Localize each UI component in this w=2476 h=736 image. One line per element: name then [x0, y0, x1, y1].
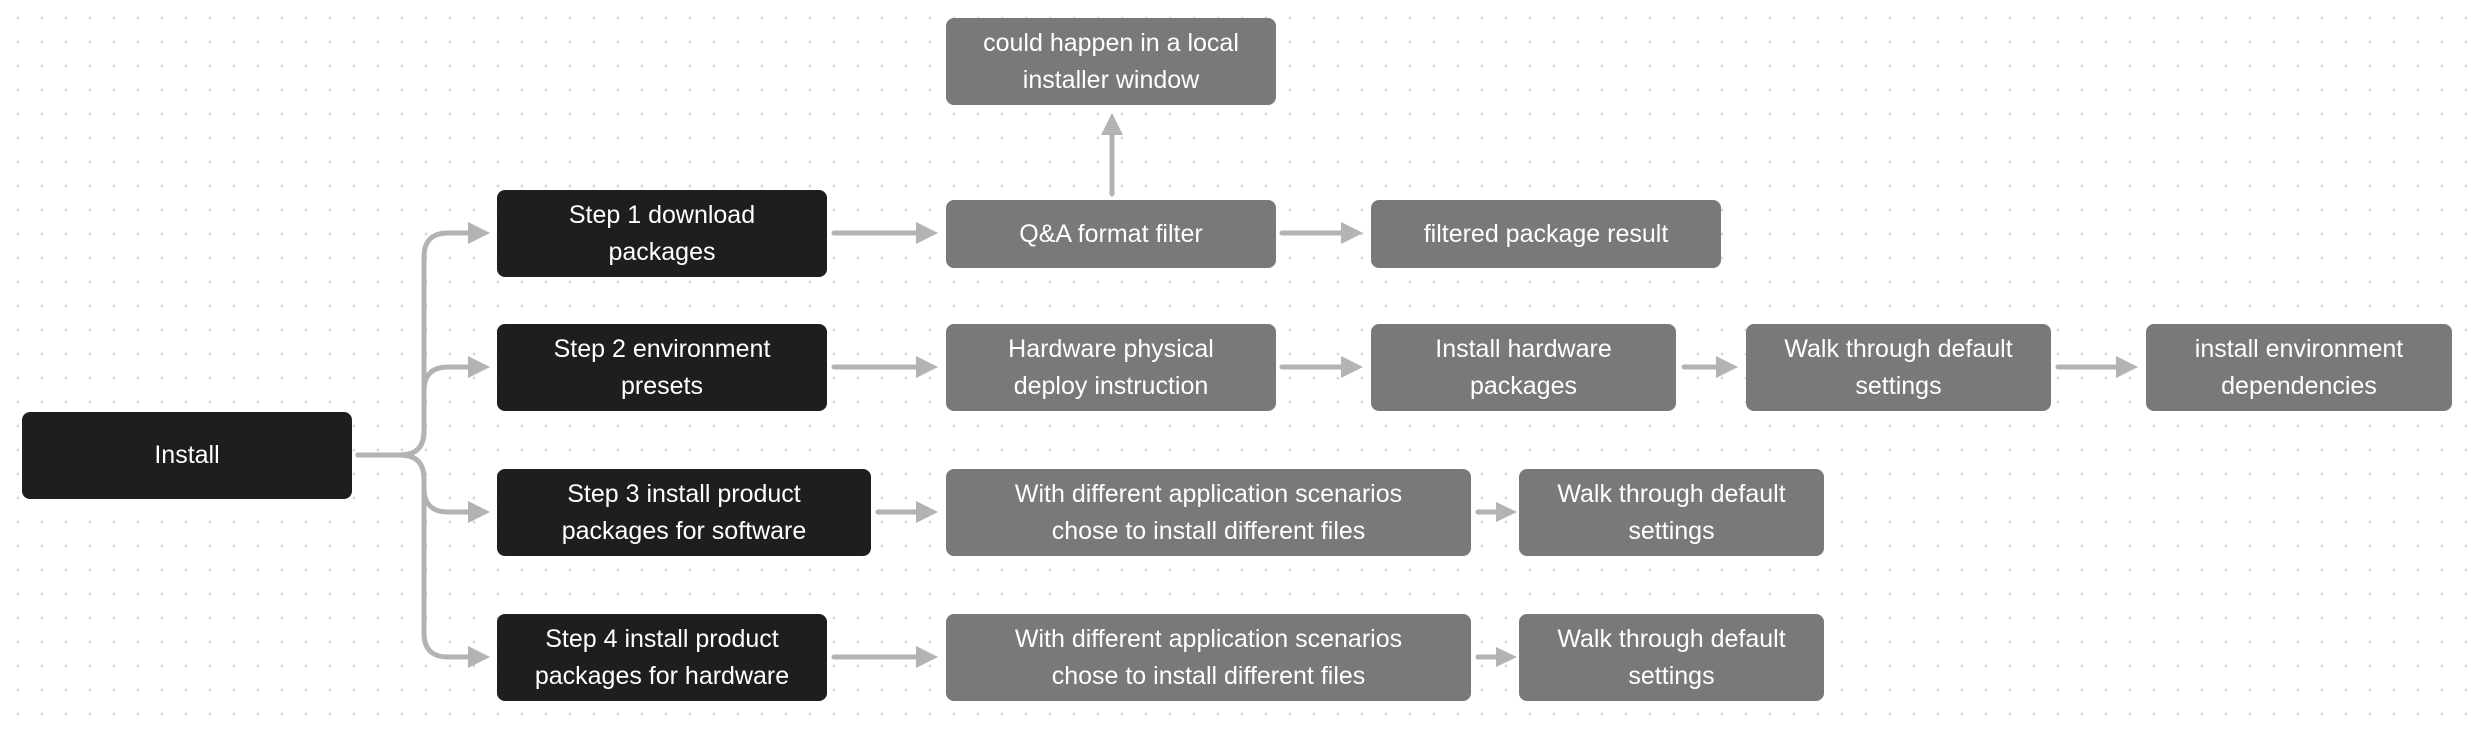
arrowhead-scenarios-sw	[916, 501, 938, 523]
connector-install-step2	[355, 364, 473, 458]
walk-default-node[interactable]: Walk through default settings	[1746, 324, 2051, 411]
qa-filter-node-label: Q&A format filter	[1019, 219, 1203, 248]
scenarios-sw-node[interactable]: With different application scenarios cho…	[946, 469, 1471, 556]
arrowhead-qa	[916, 222, 938, 244]
filtered-result-node-label: filtered package result	[1423, 219, 1669, 248]
install-node[interactable]: Install	[22, 412, 352, 499]
install-hw-packages-node-label: Install hardware packages	[1435, 334, 1612, 400]
install-hw-packages-node[interactable]: Install hardware packages	[1371, 324, 1676, 411]
arrowhead-walk-hw	[1496, 647, 1517, 667]
arrowhead-hw	[916, 356, 938, 378]
arrowhead-step4	[468, 646, 490, 668]
walk-default-sw-node-label: Walk through default settings	[1557, 479, 1786, 545]
hw-deploy-node[interactable]: Hardware physical deploy instruction	[946, 324, 1276, 411]
qa-filter-node[interactable]: Q&A format filter	[946, 200, 1276, 268]
scenarios-hw-node[interactable]: With different application scenarios cho…	[946, 614, 1471, 701]
step2-node[interactable]: Step 2 environment presets	[497, 324, 827, 411]
arrowhead-scenarios-hw	[916, 646, 938, 668]
step1-node-label: Step 1 download packages	[568, 200, 756, 266]
walk-default-node-label: Walk through default settings	[1784, 334, 2013, 400]
walk-default-sw-node[interactable]: Walk through default settings	[1519, 469, 1824, 556]
step4-node-label: Step 4 install product packages for hard…	[534, 624, 790, 690]
step1-node[interactable]: Step 1 download packages	[497, 190, 827, 277]
arrowhead-step1	[468, 222, 490, 244]
arrowhead-walk	[1716, 356, 1738, 378]
step3-node[interactable]: Step 3 install product packages for soft…	[497, 469, 871, 556]
env-deps-node-label: install environment dependencies	[2194, 334, 2404, 400]
arrowhead-walk-sw	[1496, 502, 1517, 522]
arrowhead-step3	[468, 501, 490, 523]
filtered-result-node[interactable]: filtered package result	[1371, 200, 1721, 268]
local-installer-node[interactable]: could happen in a local installer window	[946, 18, 1276, 105]
step3-node-label: Step 3 install product packages for soft…	[561, 479, 807, 545]
walk-default-hw-node[interactable]: Walk through default settings	[1519, 614, 1824, 701]
arrowhead-local	[1101, 113, 1123, 135]
walk-default-hw-node-label: Walk through default settings	[1557, 624, 1786, 690]
connector-install-step4	[355, 452, 473, 660]
arrowhead-envdeps	[2116, 356, 2138, 378]
arrowhead-step2	[468, 356, 490, 378]
step2-node-label: Step 2 environment presets	[553, 334, 771, 400]
local-installer-node-label: could happen in a local installer window	[983, 28, 1239, 94]
scenarios-sw-node-label: With different application scenarios cho…	[1014, 479, 1403, 545]
env-deps-node[interactable]: install environment dependencies	[2146, 324, 2452, 411]
connector-install-step3	[355, 452, 473, 515]
install-node-label: Install	[154, 441, 220, 469]
step4-node[interactable]: Step 4 install product packages for hard…	[497, 614, 827, 701]
hw-deploy-node-label: Hardware physical deploy instruction	[1008, 334, 1214, 400]
scenarios-hw-node-label: With different application scenarios cho…	[1014, 624, 1403, 690]
arrowhead-installhw	[1341, 356, 1363, 378]
connector-install-step1	[355, 230, 473, 458]
arrowhead-filtered	[1341, 222, 1363, 244]
